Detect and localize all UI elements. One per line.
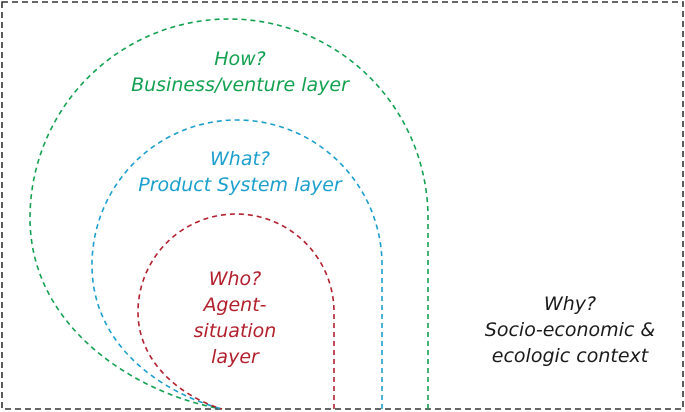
- agent-situation-layer-name-line2: situation: [193, 320, 277, 342]
- context-name-line2: ecologic context: [491, 345, 649, 367]
- product-system-layer-label: What? Product System layer: [90, 146, 390, 198]
- agent-situation-layer-arc: [137, 213, 335, 410]
- context-name-line1: Socio-economic &: [484, 319, 656, 341]
- product-system-layer-name: Product System layer: [138, 174, 342, 196]
- business-layer-label: How? Business/venture layer: [90, 46, 390, 98]
- context-label: Why? Socio-economic & ecologic context: [455, 291, 685, 369]
- agent-situation-layer-question: Who?: [208, 268, 262, 290]
- product-system-layer-arc: [91, 119, 383, 410]
- context-question: Why?: [543, 293, 597, 315]
- agent-situation-layer-name-line3: layer: [211, 346, 259, 368]
- business-layer-question: How?: [214, 48, 266, 70]
- agent-situation-layer-label: Who? Agent- situation layer: [170, 266, 300, 370]
- agent-situation-layer-name-line1: Agent-: [203, 294, 267, 316]
- product-system-layer-question: What?: [209, 148, 270, 170]
- business-layer-name: Business/venture layer: [131, 74, 349, 96]
